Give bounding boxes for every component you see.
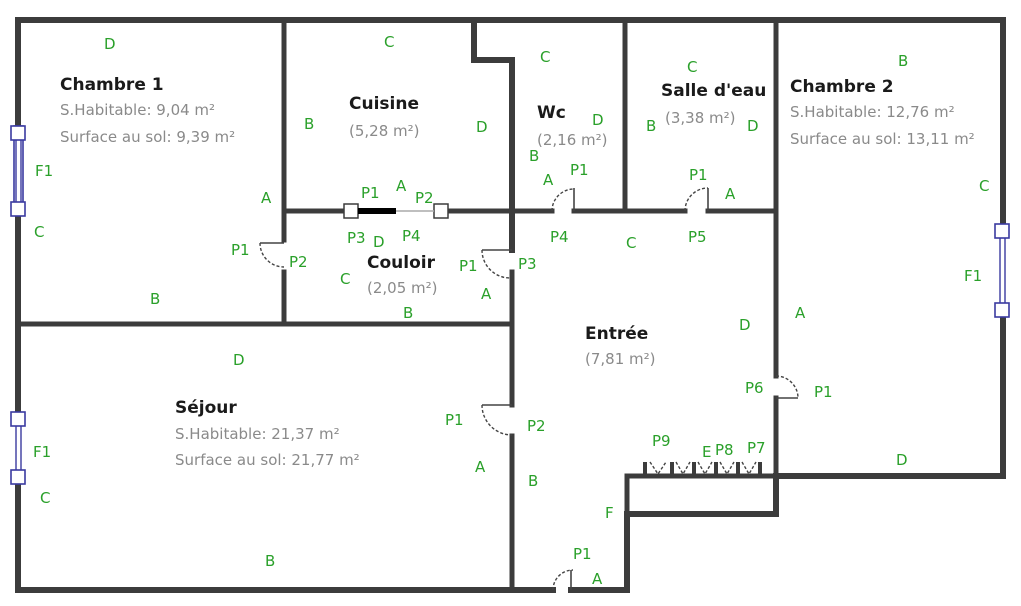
- room-name-chambre1: Chambre 1: [60, 75, 164, 95]
- marker: B: [265, 552, 275, 570]
- room-sol-chambre1: Surface au sol: 9,39 m²: [60, 128, 235, 146]
- marker: D: [592, 111, 604, 129]
- marker: C: [979, 177, 989, 195]
- room-area-salle-eau: (3,38 m²): [665, 109, 736, 127]
- room-name-cuisine: Cuisine: [349, 94, 419, 114]
- kitchen-opening: [343, 203, 449, 219]
- marker: P9: [652, 432, 671, 450]
- marker: D: [373, 233, 385, 251]
- marker: A: [261, 189, 272, 207]
- wall-cuisine-wc: [471, 17, 515, 253]
- marker: P1: [445, 411, 464, 429]
- marker: C: [384, 33, 394, 51]
- walls: [15, 17, 1006, 593]
- marker: F: [605, 504, 614, 522]
- marker: P2: [415, 189, 434, 207]
- room-area-entree: (7,81 m²): [585, 350, 656, 368]
- room-area-couloir: (2,05 m²): [367, 279, 438, 297]
- marker: P1: [689, 166, 708, 184]
- room-name-couloir: Couloir: [367, 253, 436, 273]
- marker: P6: [745, 379, 764, 397]
- marker: A: [475, 458, 486, 476]
- marker: P1: [573, 545, 592, 563]
- marker: F1: [964, 267, 982, 285]
- room-name-wc: Wc: [537, 103, 566, 123]
- marker: B: [529, 147, 539, 165]
- marker: D: [233, 351, 245, 369]
- marker: B: [150, 290, 160, 308]
- marker: P3: [347, 229, 366, 247]
- marker: P4: [550, 228, 569, 246]
- marker: P1: [814, 383, 833, 401]
- marker: P7: [747, 439, 766, 457]
- room-sol-chambre2: Surface au sol: 13,11 m²: [790, 130, 975, 148]
- wall-markers: D C C C B F1 C B A P1 P2 B D P1 A P2 P3 …: [33, 33, 989, 588]
- marker: F1: [33, 443, 51, 461]
- marker: A: [481, 285, 492, 303]
- marker: C: [34, 223, 44, 241]
- marker: A: [543, 171, 554, 189]
- marker: B: [304, 115, 314, 133]
- marker: P1: [231, 241, 250, 259]
- room-habitable-chambre2: S.Habitable: 12,76 m²: [790, 103, 955, 121]
- marker: A: [592, 570, 603, 588]
- marker: B: [403, 304, 413, 322]
- marker: F1: [35, 162, 53, 180]
- windows: [10, 125, 1010, 485]
- room-name-chambre2: Chambre 2: [790, 77, 894, 97]
- room-name-sejour: Séjour: [175, 398, 237, 418]
- marker: P1: [570, 161, 589, 179]
- marker: P3: [518, 255, 537, 273]
- marker: C: [340, 270, 350, 288]
- marker: C: [687, 58, 697, 76]
- marker: P5: [688, 228, 707, 246]
- marker: P1: [361, 184, 380, 202]
- room-area-cuisine: (5,28 m²): [349, 122, 420, 140]
- room-area-wc: (2,16 m²): [537, 131, 608, 149]
- room-name-salle-eau: Salle d'eau: [661, 81, 766, 101]
- marker: C: [40, 489, 50, 507]
- room-name-entree: Entrée: [585, 324, 648, 344]
- doors: [259, 187, 799, 591]
- marker: B: [528, 472, 538, 490]
- marker: B: [646, 117, 656, 135]
- room-habitable-chambre1: S.Habitable: 9,04 m²: [60, 101, 215, 119]
- marker: P2: [527, 417, 546, 435]
- marker: B: [898, 52, 908, 70]
- marker: A: [795, 304, 806, 322]
- marker: A: [725, 185, 736, 203]
- marker: E: [702, 443, 711, 461]
- marker: D: [747, 117, 759, 135]
- marker: P1: [459, 257, 478, 275]
- marker: P4: [402, 227, 421, 245]
- marker: D: [896, 451, 908, 469]
- marker: A: [396, 177, 407, 195]
- marker: D: [104, 35, 116, 53]
- marker: C: [540, 48, 550, 66]
- marker: C: [626, 234, 636, 252]
- marker: D: [739, 316, 751, 334]
- room-habitable-sejour: S.Habitable: 21,37 m²: [175, 425, 340, 443]
- room-sol-sejour: Surface au sol: 21,77 m²: [175, 451, 360, 469]
- marker: P2: [289, 253, 308, 271]
- marker: D: [476, 118, 488, 136]
- marker: P8: [715, 441, 734, 459]
- room-labels: Chambre 1 S.Habitable: 9,04 m² Surface a…: [60, 75, 975, 469]
